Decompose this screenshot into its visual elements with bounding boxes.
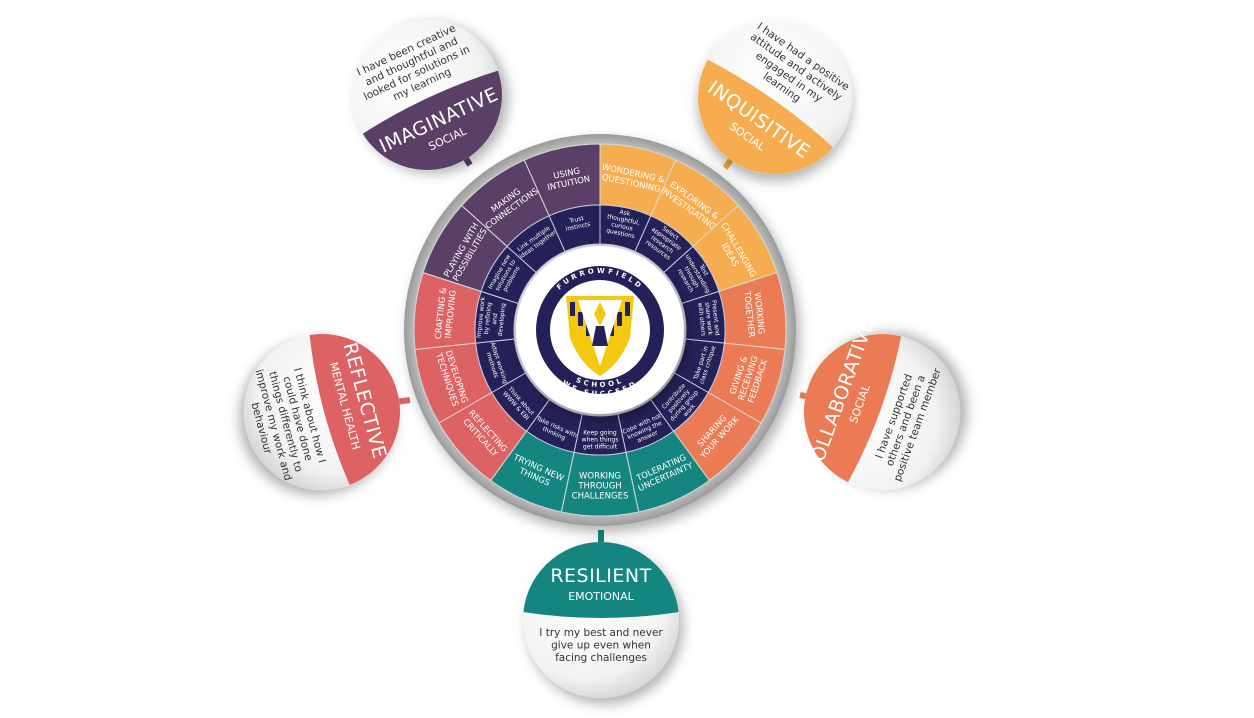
segment-label-line: WORKING (579, 472, 621, 482)
pen-nib-icon (594, 302, 606, 326)
segment-skill-text: Selectappropriateresearchresources (642, 220, 687, 263)
segment-label: WORKINGTOGETHER (741, 289, 766, 339)
segment-label-line: TOGETHER (741, 290, 756, 339)
inner-segment (548, 204, 601, 253)
segment-skill-text: Improve workby refininganddeveloping (476, 296, 508, 340)
segment-working-together[interactable]: WORKINGTOGETHER Present andshare workwith… (681, 271, 787, 350)
segment-skill-text: Cope with notknowing theanswer (621, 412, 668, 448)
bubble-band (309, 316, 418, 486)
segment-label-line: CHALLENGES (572, 492, 629, 502)
segment-challenging-ideas[interactable]: CHALLENGINGIDEASTestunderstandingthrough… (663, 204, 778, 305)
skill-text-line: Present and (710, 300, 721, 336)
skill-text-line: with others (696, 302, 706, 336)
segment-label-line: THROUGH (577, 482, 621, 492)
bubble-band (782, 312, 902, 483)
bubble-title: RESILIENT (550, 565, 651, 587)
bubble-band (362, 70, 527, 195)
segment-sharing-your-work[interactable]: SHARINGYOUR WORKContributepositivelyduri… (649, 372, 762, 482)
skill-text-line: Improve work (476, 296, 487, 338)
description-line: give up even when (551, 640, 651, 652)
skill-text-line: Keep going (583, 430, 617, 437)
bubble-band (523, 542, 679, 618)
bubble-subtitle: EMOTIONAL (568, 590, 634, 603)
skill-text-line: share work (703, 302, 713, 336)
bubble-band (667, 59, 834, 205)
segment-label: GIVING &RECEIVINGFEEDBACK (727, 352, 770, 405)
skill-text-line: developing (497, 303, 507, 337)
description-line: facing challenges (555, 652, 647, 664)
segment-skill-text: Present andshare workwith others (696, 300, 721, 338)
segment-label-line: WORKING (751, 292, 765, 335)
skill-text-line: Ask (619, 209, 631, 218)
tower-icon (592, 326, 608, 346)
skill-text-line: curious (611, 221, 634, 232)
skill-text-line: when things (582, 437, 619, 444)
skill-text-line: by refining (483, 302, 493, 335)
skills-wheel: WONDERING &QUESTIONINGAskthoughtful,curi… (404, 134, 796, 526)
skill-text-line: and (491, 313, 499, 325)
segment-wondering-questioning[interactable]: WONDERING &QUESTIONINGAskthoughtful,curi… (599, 143, 677, 253)
skill-text-line: get difficult (583, 444, 618, 451)
skill-text-line: Trust (568, 215, 585, 225)
description-line: I try my best and never (539, 627, 663, 639)
bubble-resilient: RESILIENT EMOTIONAL I try my best and neve… (523, 542, 679, 698)
